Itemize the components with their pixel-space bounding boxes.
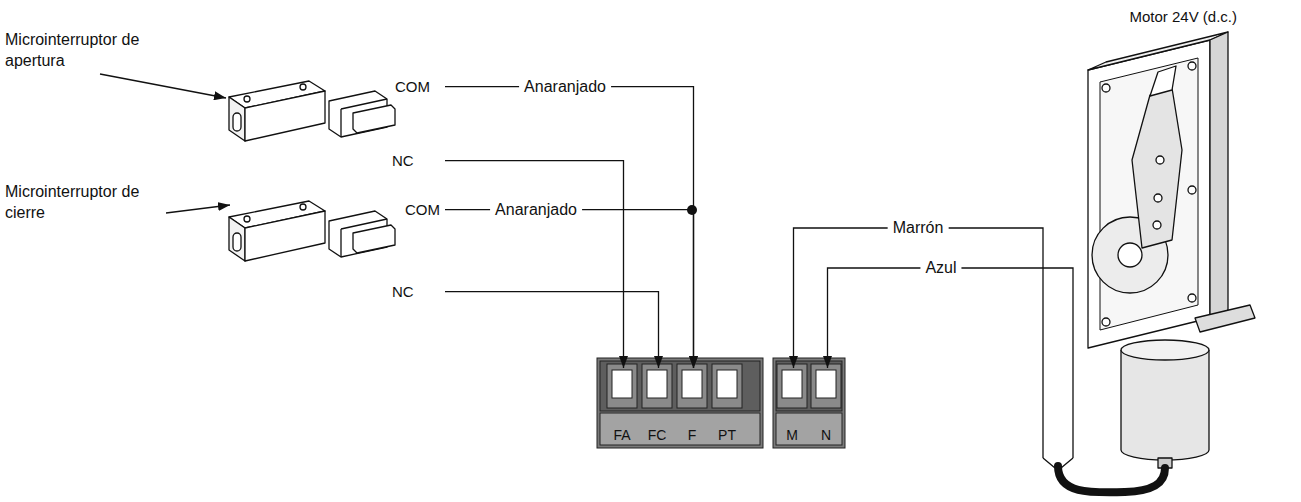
switch-body — [245, 91, 325, 141]
leader-line — [166, 205, 230, 213]
wire-group — [445, 87, 1073, 458]
terminal-cell — [712, 364, 742, 408]
wire — [445, 292, 659, 368]
motor-gear — [1092, 217, 1168, 293]
wire-color: Anaranjado — [519, 77, 611, 95]
terminal-block-top — [600, 361, 760, 411]
switch-body — [229, 97, 245, 141]
switch-hole — [244, 216, 250, 222]
pin-name: NC — [392, 283, 414, 300]
switch-hole — [244, 96, 250, 102]
motor-lever-hole — [1153, 221, 1161, 229]
terminal-opening — [612, 370, 632, 398]
pin-name: COM — [405, 201, 440, 218]
terminal: N — [810, 368, 845, 446]
microswitch: Microinterruptor de cierre COM NC — [5, 172, 445, 310]
terminal: M — [776, 368, 811, 446]
motor-housing — [1088, 32, 1228, 70]
terminal: FC — [641, 368, 676, 446]
terminal-label: FA — [606, 427, 638, 443]
switch-hole — [300, 84, 306, 90]
terminal-cell — [607, 364, 637, 408]
wire-color: Azul — [920, 259, 961, 277]
terminal-opening — [682, 370, 702, 398]
wire — [445, 161, 624, 368]
motor-lever — [1132, 88, 1182, 248]
switch-slot — [233, 113, 241, 131]
terminal-label: F — [676, 427, 708, 443]
motor-body — [1121, 340, 1209, 360]
motor-lever — [1150, 66, 1176, 96]
switch-label: Microinterruptor de apertura — [5, 30, 175, 72]
motor-screw — [1188, 186, 1196, 194]
motor-lever-hole — [1154, 194, 1162, 202]
microswitch-symbol — [229, 81, 395, 141]
motor: Motor 24V (d.c.) — [1035, 5, 1265, 458]
wire-color: Anaranjado — [490, 200, 582, 218]
wire — [794, 228, 1044, 458]
motor-cable — [1058, 466, 1165, 492]
motor-gear — [1118, 243, 1142, 267]
terminal-cell — [642, 364, 672, 408]
switch-body — [245, 211, 325, 261]
terminal-block-body — [773, 358, 845, 448]
terminal-block — [773, 358, 845, 448]
terminal-label: FC — [641, 427, 673, 443]
microswitch-symbol — [229, 201, 395, 261]
switch-slot — [233, 233, 241, 251]
terminal-cell — [811, 364, 841, 408]
leader-line — [100, 74, 226, 98]
terminal-cell — [777, 364, 807, 408]
motor-lever-hole — [1156, 156, 1164, 164]
terminal-cell — [677, 364, 707, 408]
terminal-label: PT — [711, 427, 743, 443]
motor-label: Motor 24V (d.c.) — [1129, 8, 1237, 25]
junction-dot — [687, 205, 697, 215]
pin-name: COM — [395, 78, 430, 95]
terminal: FA — [606, 368, 641, 446]
motor-illustration — [1088, 32, 1255, 468]
wire — [445, 210, 694, 368]
terminal: PT — [711, 368, 746, 446]
switch-body — [229, 217, 245, 261]
motor-housing — [1210, 32, 1228, 318]
switch-label: Microinterruptor de cierre — [5, 182, 175, 224]
switch-terminal — [353, 105, 395, 133]
terminal-block — [597, 358, 763, 448]
terminal-label: N — [810, 427, 842, 443]
motor-body — [1121, 350, 1209, 460]
terminal-label-band — [600, 413, 760, 445]
terminal-block-top — [776, 361, 842, 411]
motor-screw — [1102, 84, 1110, 92]
terminal-block-body — [597, 358, 763, 448]
wire-color: Marrón — [888, 219, 949, 237]
motor-bracket — [1195, 305, 1255, 332]
motor-screw — [1188, 294, 1196, 302]
motor-housing — [1088, 40, 1210, 348]
microswitch: Microinterruptor de aperturaCOM NC — [5, 20, 445, 172]
terminal-opening — [816, 370, 836, 398]
wire — [445, 87, 694, 368]
switch-terminal — [353, 225, 395, 253]
terminal-label-band — [776, 413, 842, 445]
terminal-opening — [647, 370, 667, 398]
pin-name: NC — [392, 152, 414, 169]
motor-screw — [1102, 318, 1110, 326]
motor-screw — [1188, 62, 1196, 70]
terminal-label: M — [776, 427, 808, 443]
wire — [828, 268, 1074, 458]
terminal-opening — [782, 370, 802, 398]
terminal-opening — [717, 370, 737, 398]
switch-hole — [300, 204, 306, 210]
terminal: F — [676, 368, 711, 446]
